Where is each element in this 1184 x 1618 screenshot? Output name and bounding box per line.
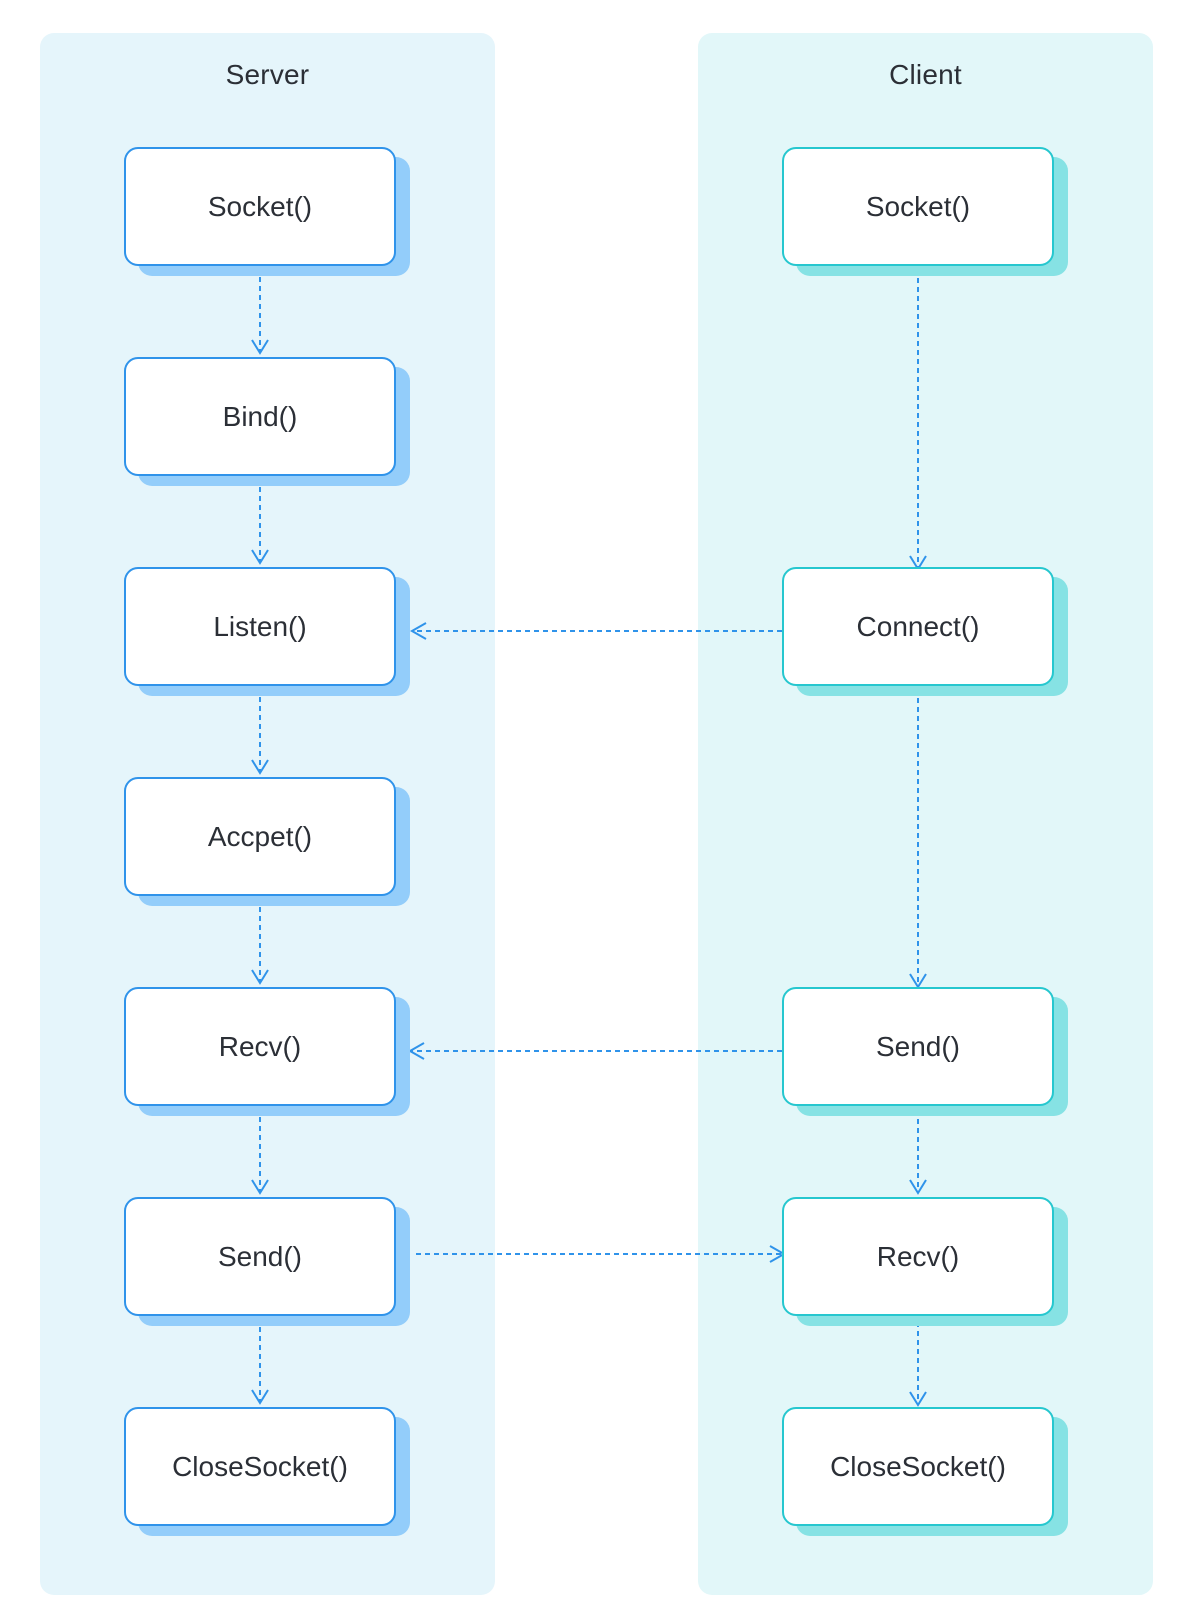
arrow-client-connect-to-server-listen	[409, 622, 782, 640]
client-node-connect: Connect()	[782, 567, 1054, 686]
server-lane-title: Server	[225, 59, 310, 90]
client-lane-title: Client	[889, 59, 962, 90]
arrow-server-send-close	[251, 1318, 269, 1405]
arrow-client-send-recv	[909, 1110, 927, 1195]
client-lane: Client	[698, 33, 1153, 1595]
arrow-client-socket-connect	[909, 278, 927, 571]
server-node-socket: Socket()	[124, 147, 396, 266]
arrow-server-send-to-client-recv	[416, 1245, 787, 1263]
arrow-client-connect-send	[909, 698, 927, 989]
arrow-client-send-to-server-recv	[407, 1042, 782, 1060]
server-node-listen: Listen()	[124, 567, 396, 686]
arrow-server-accept-recv	[251, 898, 269, 985]
arrow-server-bind-listen	[251, 478, 269, 565]
arrow-client-recv-close	[909, 1322, 927, 1407]
arrow-server-listen-accept	[251, 688, 269, 775]
client-node-send: Send()	[782, 987, 1054, 1106]
client-node-socket: Socket()	[782, 147, 1054, 266]
client-node-recv: Recv()	[782, 1197, 1054, 1316]
server-node-bind: Bind()	[124, 357, 396, 476]
server-node-accept: Accpet()	[124, 777, 396, 896]
arrow-server-recv-send	[251, 1108, 269, 1195]
client-node-closesocket: CloseSocket()	[782, 1407, 1054, 1526]
server-node-closesocket: CloseSocket()	[124, 1407, 396, 1526]
server-node-send: Send()	[124, 1197, 396, 1316]
server-node-recv: Recv()	[124, 987, 396, 1106]
arrow-server-socket-bind	[251, 268, 269, 355]
